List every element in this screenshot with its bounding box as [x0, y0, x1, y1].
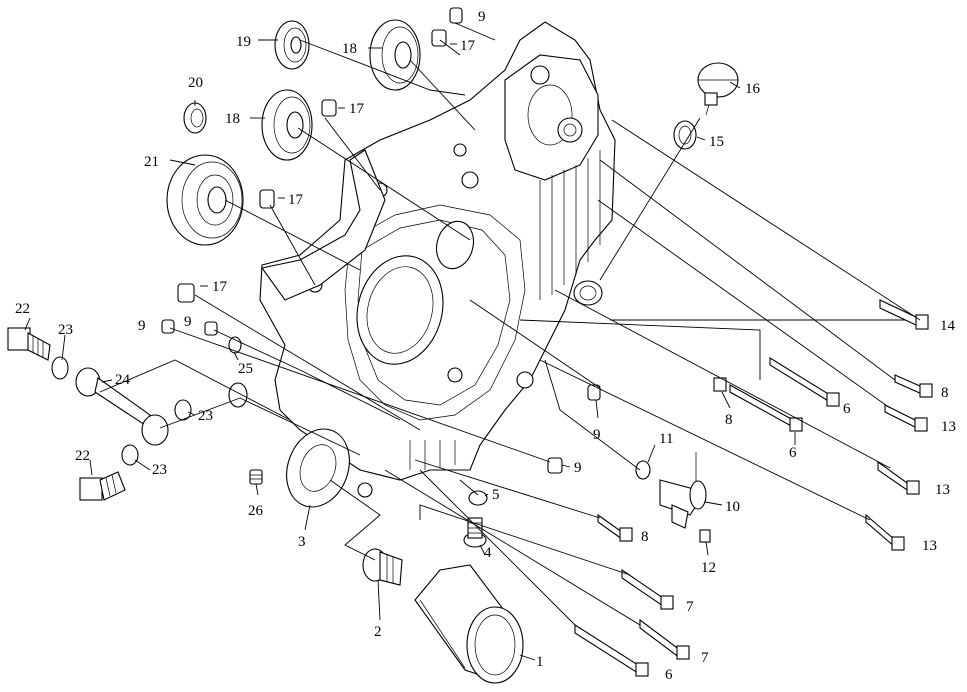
drain-plug-2 — [362, 548, 403, 586]
callout-18b: 18 — [225, 111, 240, 127]
callout-labels: 1 2 3 4 5 6 6 6 7 7 8 8 8 9 9 9 9 9 10 1… — [15, 9, 956, 683]
callout-8a: 8 — [941, 385, 949, 401]
callout-1: 1 — [536, 654, 544, 670]
sensor-10 — [659, 452, 707, 529]
callout-9b: 9 — [138, 318, 146, 334]
callout-4: 4 — [484, 545, 492, 561]
callout-15: 15 — [709, 134, 724, 150]
bolts — [574, 299, 933, 677]
callout-3: 3 — [298, 534, 306, 550]
dowel-pins-17 — [177, 29, 447, 303]
callout-23b: 23 — [198, 408, 213, 424]
callout-6a: 6 — [843, 401, 851, 417]
callout-7b: 7 — [701, 650, 709, 666]
plug-26 — [249, 469, 263, 485]
oil-filter-1 — [414, 564, 524, 684]
callout-25: 25 — [238, 361, 253, 377]
callout-10: 10 — [725, 499, 740, 515]
callout-16: 16 — [745, 81, 761, 97]
filler-cap-16 — [697, 62, 739, 116]
callout-6b: 6 — [789, 445, 797, 461]
callout-17c: 17 — [288, 192, 304, 208]
seal-20 — [183, 102, 207, 134]
leader-lines — [99, 22, 921, 626]
callout-18a: 18 — [342, 41, 357, 57]
callout-9a: 9 — [478, 9, 486, 25]
callout-8b: 8 — [725, 412, 733, 428]
callout-12: 12 — [701, 560, 716, 576]
callout-22a: 22 — [15, 301, 30, 317]
washer-5 — [468, 490, 488, 506]
callout-6c: 6 — [665, 667, 673, 683]
callout-26: 26 — [248, 503, 264, 519]
dowel-pins-9 — [161, 7, 601, 474]
callout-17d: 17 — [212, 279, 228, 295]
callout-11: 11 — [659, 431, 673, 447]
o-ring-15 — [673, 120, 697, 150]
ring-11 — [635, 460, 651, 480]
bolt-12 — [699, 529, 711, 543]
callout-23c: 23 — [152, 462, 167, 478]
callout-2: 2 — [374, 624, 382, 640]
callout-22b: 22 — [75, 448, 90, 464]
callout-21: 21 — [144, 154, 159, 170]
callout-9e: 9 — [574, 460, 582, 476]
callout-9c: 9 — [184, 314, 192, 330]
callout-24: 24 — [115, 372, 131, 388]
callout-20: 20 — [188, 75, 203, 91]
callout-13c: 13 — [922, 538, 937, 554]
banjo-bolt-assembly — [7, 327, 248, 501]
callout-7a: 7 — [686, 599, 694, 615]
callout-14: 14 — [940, 318, 956, 334]
callout-13b: 13 — [935, 482, 950, 498]
callout-8c: 8 — [641, 529, 649, 545]
callout-19: 19 — [236, 34, 251, 50]
callout-5: 5 — [492, 487, 500, 503]
bearing-18-upper — [369, 19, 421, 91]
bearing-18-middle — [261, 89, 313, 161]
label-ticks — [24, 39, 796, 661]
callout-23a: 23 — [58, 322, 73, 338]
bearing-21 — [166, 154, 244, 246]
bearing-19 — [274, 20, 310, 70]
callout-13a: 13 — [941, 419, 956, 435]
callout-17b: 17 — [349, 101, 365, 117]
callout-17a: 17 — [460, 38, 476, 54]
callout-9d: 9 — [593, 427, 601, 443]
crankcase-cover — [259, 21, 616, 508]
